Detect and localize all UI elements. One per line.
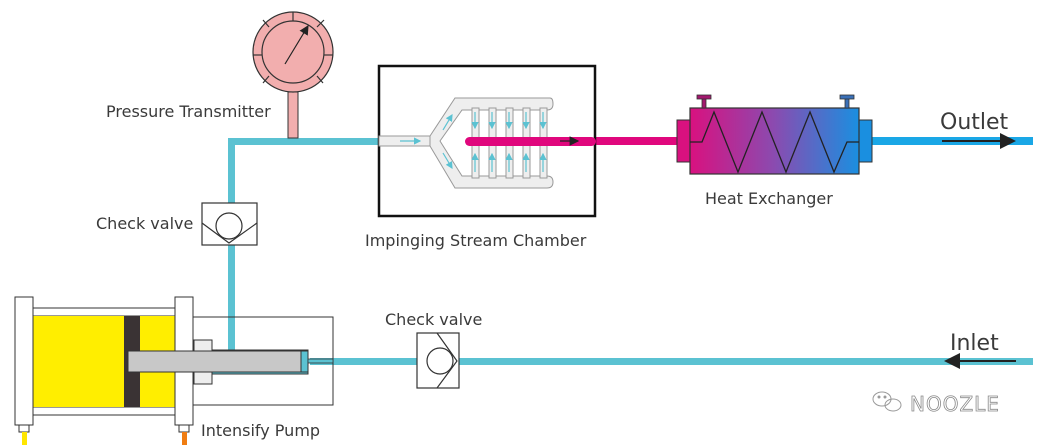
- gauge-needle: [284, 24, 309, 65]
- outlet-label: Outlet: [940, 110, 1009, 135]
- pressure-transmitter-label: Pressure Transmitter: [106, 102, 271, 121]
- check-valve-upper-label: Check valve: [96, 214, 193, 233]
- wechat-icon: [872, 391, 902, 412]
- feed-pipes: [228, 138, 1033, 365]
- watermark-text: NOOZLE: [910, 392, 1000, 416]
- heat-exchanger: [676, 94, 873, 175]
- gauge-inner: [261, 20, 325, 84]
- impinging-chamber: [377, 64, 597, 218]
- gauge-stem: [287, 91, 299, 139]
- end-plate-left: [14, 296, 34, 426]
- pressure-transmitter: [252, 11, 334, 139]
- hx-coil: [690, 110, 859, 174]
- oil-port-right: [182, 432, 187, 445]
- check-valve-upper: [201, 202, 258, 246]
- intensify-pump: [14, 296, 334, 445]
- hx-body: [689, 107, 860, 175]
- seal-top: [193, 339, 213, 353]
- intensify-pump-label: Intensify Pump: [201, 421, 320, 440]
- seal-bottom: [193, 371, 213, 385]
- impinging-stream: [465, 137, 596, 146]
- plunger: [127, 350, 302, 373]
- oil-port-left: [22, 432, 27, 445]
- inlet-label: Inlet: [950, 331, 999, 356]
- heat-exchanger-label: Heat Exchanger: [705, 189, 833, 208]
- hot-pipe: [596, 137, 680, 145]
- inlet-pipe: [310, 358, 1033, 365]
- check-valve-lower: [416, 332, 460, 389]
- check-valve-lower-label: Check valve: [385, 310, 482, 329]
- feed-pipe-top: [228, 138, 380, 145]
- tie-rod-top: [32, 307, 177, 317]
- tie-rod-bottom: [32, 406, 177, 416]
- impinging-chamber-label: Impinging Stream Chamber: [365, 231, 587, 250]
